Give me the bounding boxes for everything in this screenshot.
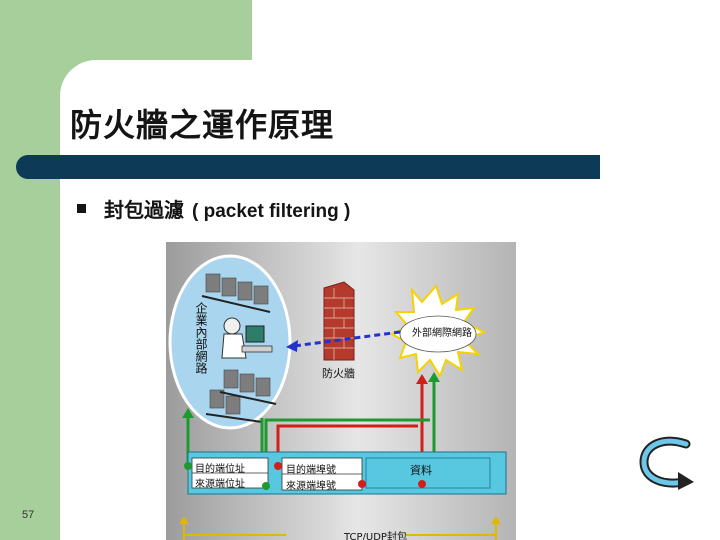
- firewall-wall-icon: [323, 281, 355, 361]
- tcp-packet-label: TCP/UDP封包: [344, 532, 407, 540]
- tcp-packet-bracket: [179, 516, 501, 540]
- slide-title: 防火牆之運作原理: [70, 106, 335, 144]
- internet-cloud-icon: [389, 284, 487, 379]
- server-rack-icons: [205, 273, 271, 415]
- user-computer-icon: [221, 317, 273, 359]
- dest-address-label: 目的端位址: [195, 464, 245, 475]
- bullet-en: ( packet filtering ): [192, 201, 351, 222]
- external-network-label: 外部網際網路: [412, 328, 472, 339]
- diagram-graphics: [168, 254, 507, 540]
- src-port-label: 來源端埠號: [286, 481, 336, 492]
- intranet-label: 企業內部網路: [194, 302, 208, 374]
- packet-header-boxes: [187, 451, 507, 495]
- page-number: 57: [22, 509, 35, 521]
- rack-shelves: [201, 295, 277, 423]
- arrowheads: [182, 372, 440, 418]
- bullet-text: 封包過濾 ( packet filtering ): [104, 194, 350, 223]
- packet-filtering-diagram: 企業內部網路 防火牆 外部網際網路 目的端位址 來源端位址 目的端埠號 來源端埠…: [166, 242, 516, 540]
- bullet-cn: 封包過濾: [104, 198, 184, 222]
- firewall-label: 防火牆: [322, 367, 355, 380]
- background-green-strip: [0, 0, 60, 540]
- header-dots: [184, 462, 426, 490]
- return-arrow-icon[interactable]: [636, 436, 698, 494]
- dest-port-label: 目的端埠號: [286, 465, 336, 476]
- traffic-arrow: [286, 330, 401, 352]
- data-label: 資料: [410, 464, 432, 477]
- title-underline-bar: [16, 155, 600, 179]
- src-address-label: 來源端位址: [195, 479, 245, 490]
- bullet-square-icon: [77, 204, 86, 213]
